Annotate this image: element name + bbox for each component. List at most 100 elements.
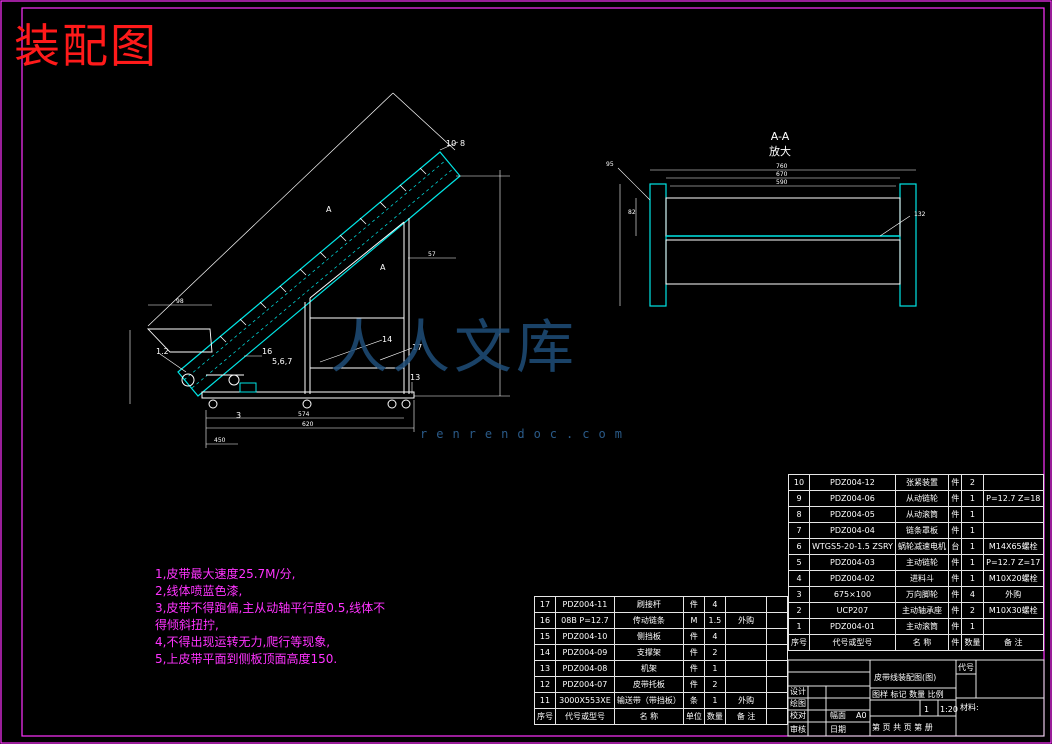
bom-cell: 侧挡板	[613, 628, 684, 645]
design-label: 设计	[790, 686, 806, 696]
bom-header-cell: 备 注	[724, 708, 768, 725]
bom-cell	[766, 612, 788, 629]
bom-cell: 2	[703, 676, 726, 693]
watermark-url: renrendoc.com	[420, 427, 631, 441]
bom-cell	[766, 644, 788, 661]
bom-cell: M10X30螺栓	[982, 602, 1044, 619]
bom-cell: 条	[682, 692, 705, 709]
section-mark-a-lower: A	[380, 263, 386, 272]
bom-cell: 件	[948, 490, 963, 507]
bom-cell: PDZ004-01	[809, 618, 896, 635]
bom-cell: 1	[961, 618, 984, 635]
callout-16: 16	[262, 347, 272, 356]
bom-cell: 件	[948, 602, 963, 619]
bom-cell: 链条罩板	[894, 522, 950, 539]
dim-132: 132	[914, 211, 926, 218]
bom-cell: 输送带（带挡板）	[613, 692, 684, 709]
bom-cell: P=12.7 Z=17	[982, 554, 1044, 571]
bom-cell: 7	[788, 522, 810, 539]
bom-cell: M10X20螺栓	[982, 570, 1044, 587]
bom-cell: 1	[961, 522, 984, 539]
bom-cell: 支撑架	[613, 644, 684, 661]
bom-cell: 主动链轮	[894, 554, 950, 571]
bom-cell: 5	[788, 554, 810, 571]
bom-cell: 2	[961, 602, 984, 619]
bom-cell: M	[682, 612, 705, 629]
bom-cell: 4	[703, 628, 726, 645]
bom-cell: PDZ004-08	[555, 660, 615, 677]
note-line: 3,皮带不得跑偏,主从动轴平行度0.5,线体不	[155, 601, 386, 615]
bom-cell	[724, 660, 768, 677]
bom-cell: 件	[948, 570, 963, 587]
bom-cell: 2	[703, 644, 726, 661]
bom-cell: UCP207	[809, 602, 896, 619]
review-label: 审核	[790, 724, 806, 734]
bom-cell: 件	[948, 618, 963, 635]
bom-header-cell: 数量	[961, 634, 984, 651]
bom-cell: 件	[682, 660, 705, 677]
bom-cell: PDZ004-09	[555, 644, 615, 661]
bom-header-cell: 序号	[788, 634, 810, 651]
bom-cell: 外购	[982, 586, 1044, 603]
bom-cell: 17	[534, 596, 556, 613]
bom-cell: 传动链条	[613, 612, 684, 629]
bom-header-cell: 名 称	[894, 634, 950, 651]
bom-cell: 件	[948, 586, 963, 603]
sheet-size-label: 幅面	[830, 710, 846, 720]
bom-cell: PDZ004-10	[555, 628, 615, 645]
callout-17: 17	[412, 343, 422, 352]
bom-cell: 13	[534, 660, 556, 677]
bom-header-cell: 序号	[534, 708, 556, 725]
bom-cell: PDZ004-11	[555, 596, 615, 613]
dim-82: 82	[628, 209, 636, 216]
bom-cell: 外购	[724, 692, 768, 709]
bom-header-cell: 件	[948, 634, 963, 651]
bom-cell: 15	[534, 628, 556, 645]
section-label-main: A-A	[770, 130, 790, 143]
bom-cell: 从动链轮	[894, 490, 950, 507]
material-label: 材料:	[960, 702, 979, 712]
qty-value: 1	[924, 705, 929, 714]
bom-cell	[724, 676, 768, 693]
pages-label: 第 页 共 页 第 册	[872, 722, 933, 732]
bom-cell: 8	[788, 506, 810, 523]
dim-450: 450	[214, 437, 226, 444]
bom-cell: M14X65螺栓	[982, 538, 1044, 555]
bom-header-cell: 代号或型号	[555, 708, 615, 725]
note-line: 5,上皮带平面到侧板顶面高度150.	[155, 652, 338, 666]
bom-cell: 1	[961, 554, 984, 571]
code-label: 代号	[958, 662, 974, 672]
dim-574: 574	[298, 411, 310, 418]
bom-cell: WTGS5-20-1.5 ZSRY	[809, 538, 896, 555]
bom-header-cell	[766, 708, 788, 725]
bom-header-cell: 代号或型号	[809, 634, 896, 651]
sheet-inner-border	[21, 7, 1045, 737]
bom-cell: 件	[682, 596, 705, 613]
bom-cell	[982, 522, 1044, 539]
bom-cell: 台	[948, 538, 963, 555]
bom-cell: 6	[788, 538, 810, 555]
bom-cell: 675×100	[809, 586, 896, 603]
bom-cell: 1	[961, 490, 984, 507]
bom-cell: 4	[961, 586, 984, 603]
callout-14: 14	[382, 335, 392, 344]
date-label: 日期	[830, 725, 846, 734]
note-line: 得倾斜扭拧,	[155, 618, 219, 632]
check-label: 校对	[790, 710, 806, 720]
bom-cell: 1	[788, 618, 810, 635]
bom-cell: PDZ004-06	[809, 490, 896, 507]
bom-cell	[724, 628, 768, 645]
bom-header-cell: 单位	[682, 708, 705, 725]
bom-cell: 件	[682, 644, 705, 661]
